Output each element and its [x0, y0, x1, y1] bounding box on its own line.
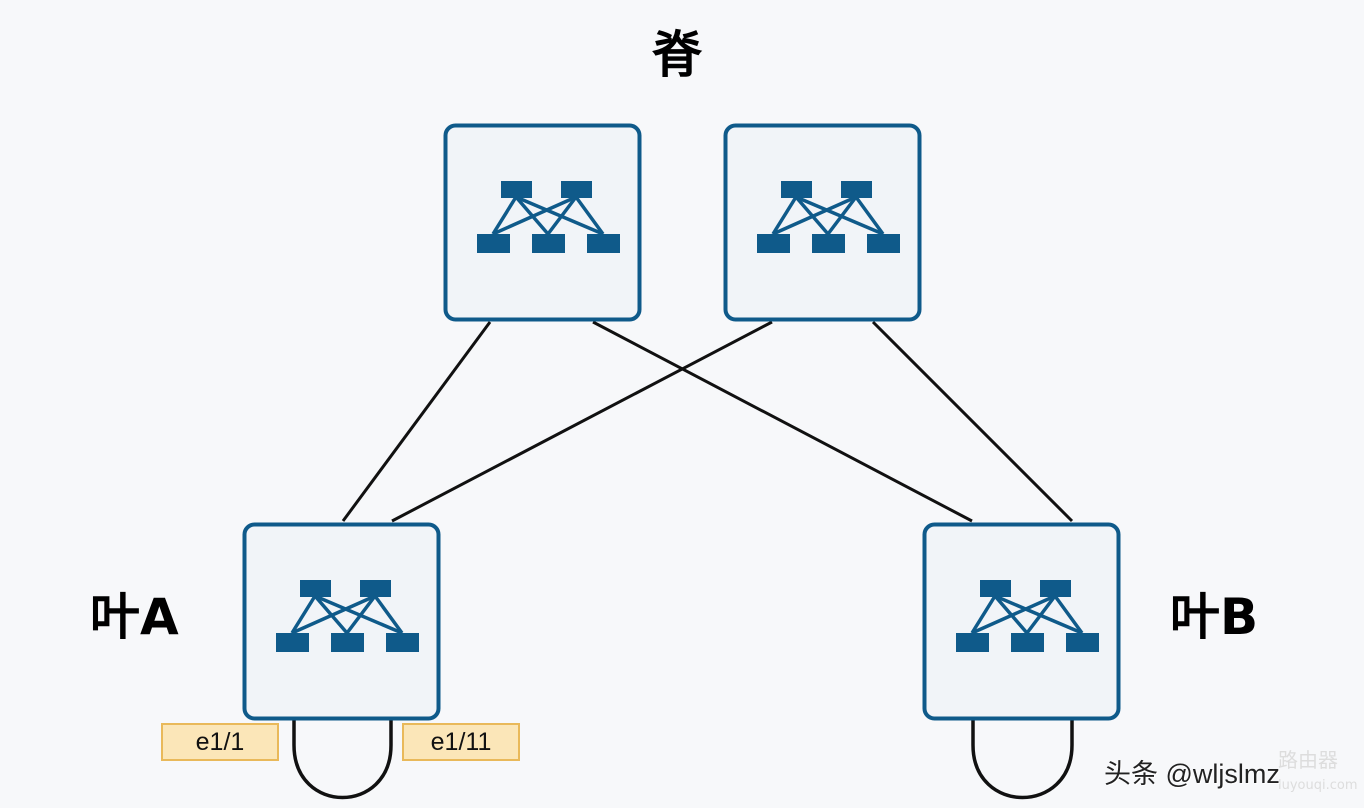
port-label-e1-1: e1/1: [161, 723, 279, 761]
switch-icon-node: [300, 580, 331, 597]
switch-icon-link: [574, 195, 605, 236]
switch-icon-node: [1011, 633, 1044, 652]
switch-icon-link: [515, 195, 604, 236]
switch-icon-link: [772, 195, 857, 236]
switch-icon-node: [331, 633, 364, 652]
switch-icon-link: [854, 195, 885, 236]
switch-icon-link: [492, 195, 577, 236]
switch-icon-link: [994, 594, 1083, 635]
switch-icon-link: [970, 595, 997, 634]
switch-icon-node: [360, 580, 391, 597]
switch-icon-node: [980, 580, 1011, 597]
leaf-a-label: 叶A: [90, 588, 179, 646]
watermark-site: 路由器: [1278, 748, 1338, 772]
link-line-1: [592, 320, 973, 523]
switch-icon-node: [841, 181, 872, 198]
watermark-url: luyouqi.com: [1278, 778, 1358, 793]
switch-icon-link: [1053, 594, 1084, 635]
switch-icon-link: [314, 594, 403, 635]
leaf-b-label: 叶B: [1170, 588, 1259, 646]
switch-icon-node: [276, 633, 309, 652]
switch-icon-link: [795, 195, 884, 236]
link-line-2: [391, 320, 773, 523]
switch-icon-link: [546, 195, 578, 236]
switch-icon-node: [587, 234, 620, 253]
switch-icon-link: [491, 196, 518, 235]
link-line-3: [871, 320, 1074, 523]
switch-icon-link: [345, 594, 377, 635]
switch-icon-node: [812, 234, 845, 253]
switch-icon-link: [290, 595, 317, 634]
switch-icon-node: [781, 181, 812, 198]
switch-icon-node: [386, 633, 419, 652]
switch-icon-node: [956, 633, 989, 652]
switch-icon-node: [501, 181, 532, 198]
leaf-switch-b: [922, 522, 1121, 721]
spine-label: 脊: [652, 26, 702, 84]
switch-icon-node: [1040, 580, 1071, 597]
switch-icon-node: [757, 234, 790, 253]
switch-icon-link: [771, 196, 798, 235]
switch-icon-link: [1025, 594, 1057, 635]
loopback-cable-0: [292, 719, 393, 800]
loopback-cable-1: [971, 719, 1074, 800]
switch-icon-link: [971, 594, 1056, 635]
spine-switch-2: [723, 123, 922, 322]
switch-icon-link: [291, 594, 376, 635]
switch-icon-node: [532, 234, 565, 253]
switch-icon-node: [561, 181, 592, 198]
port-label-e1-11: e1/11: [402, 723, 520, 761]
link-line-0: [341, 321, 492, 522]
leaf-switch-a: [242, 522, 441, 721]
watermark: 头条 @wljslmz: [1104, 759, 1280, 789]
switch-icon-link: [826, 195, 858, 236]
spine-switch-1: [443, 123, 642, 322]
switch-icon-link: [373, 594, 404, 635]
switch-icon-node: [477, 234, 510, 253]
switch-icon-node: [1066, 633, 1099, 652]
switch-icon-node: [867, 234, 900, 253]
